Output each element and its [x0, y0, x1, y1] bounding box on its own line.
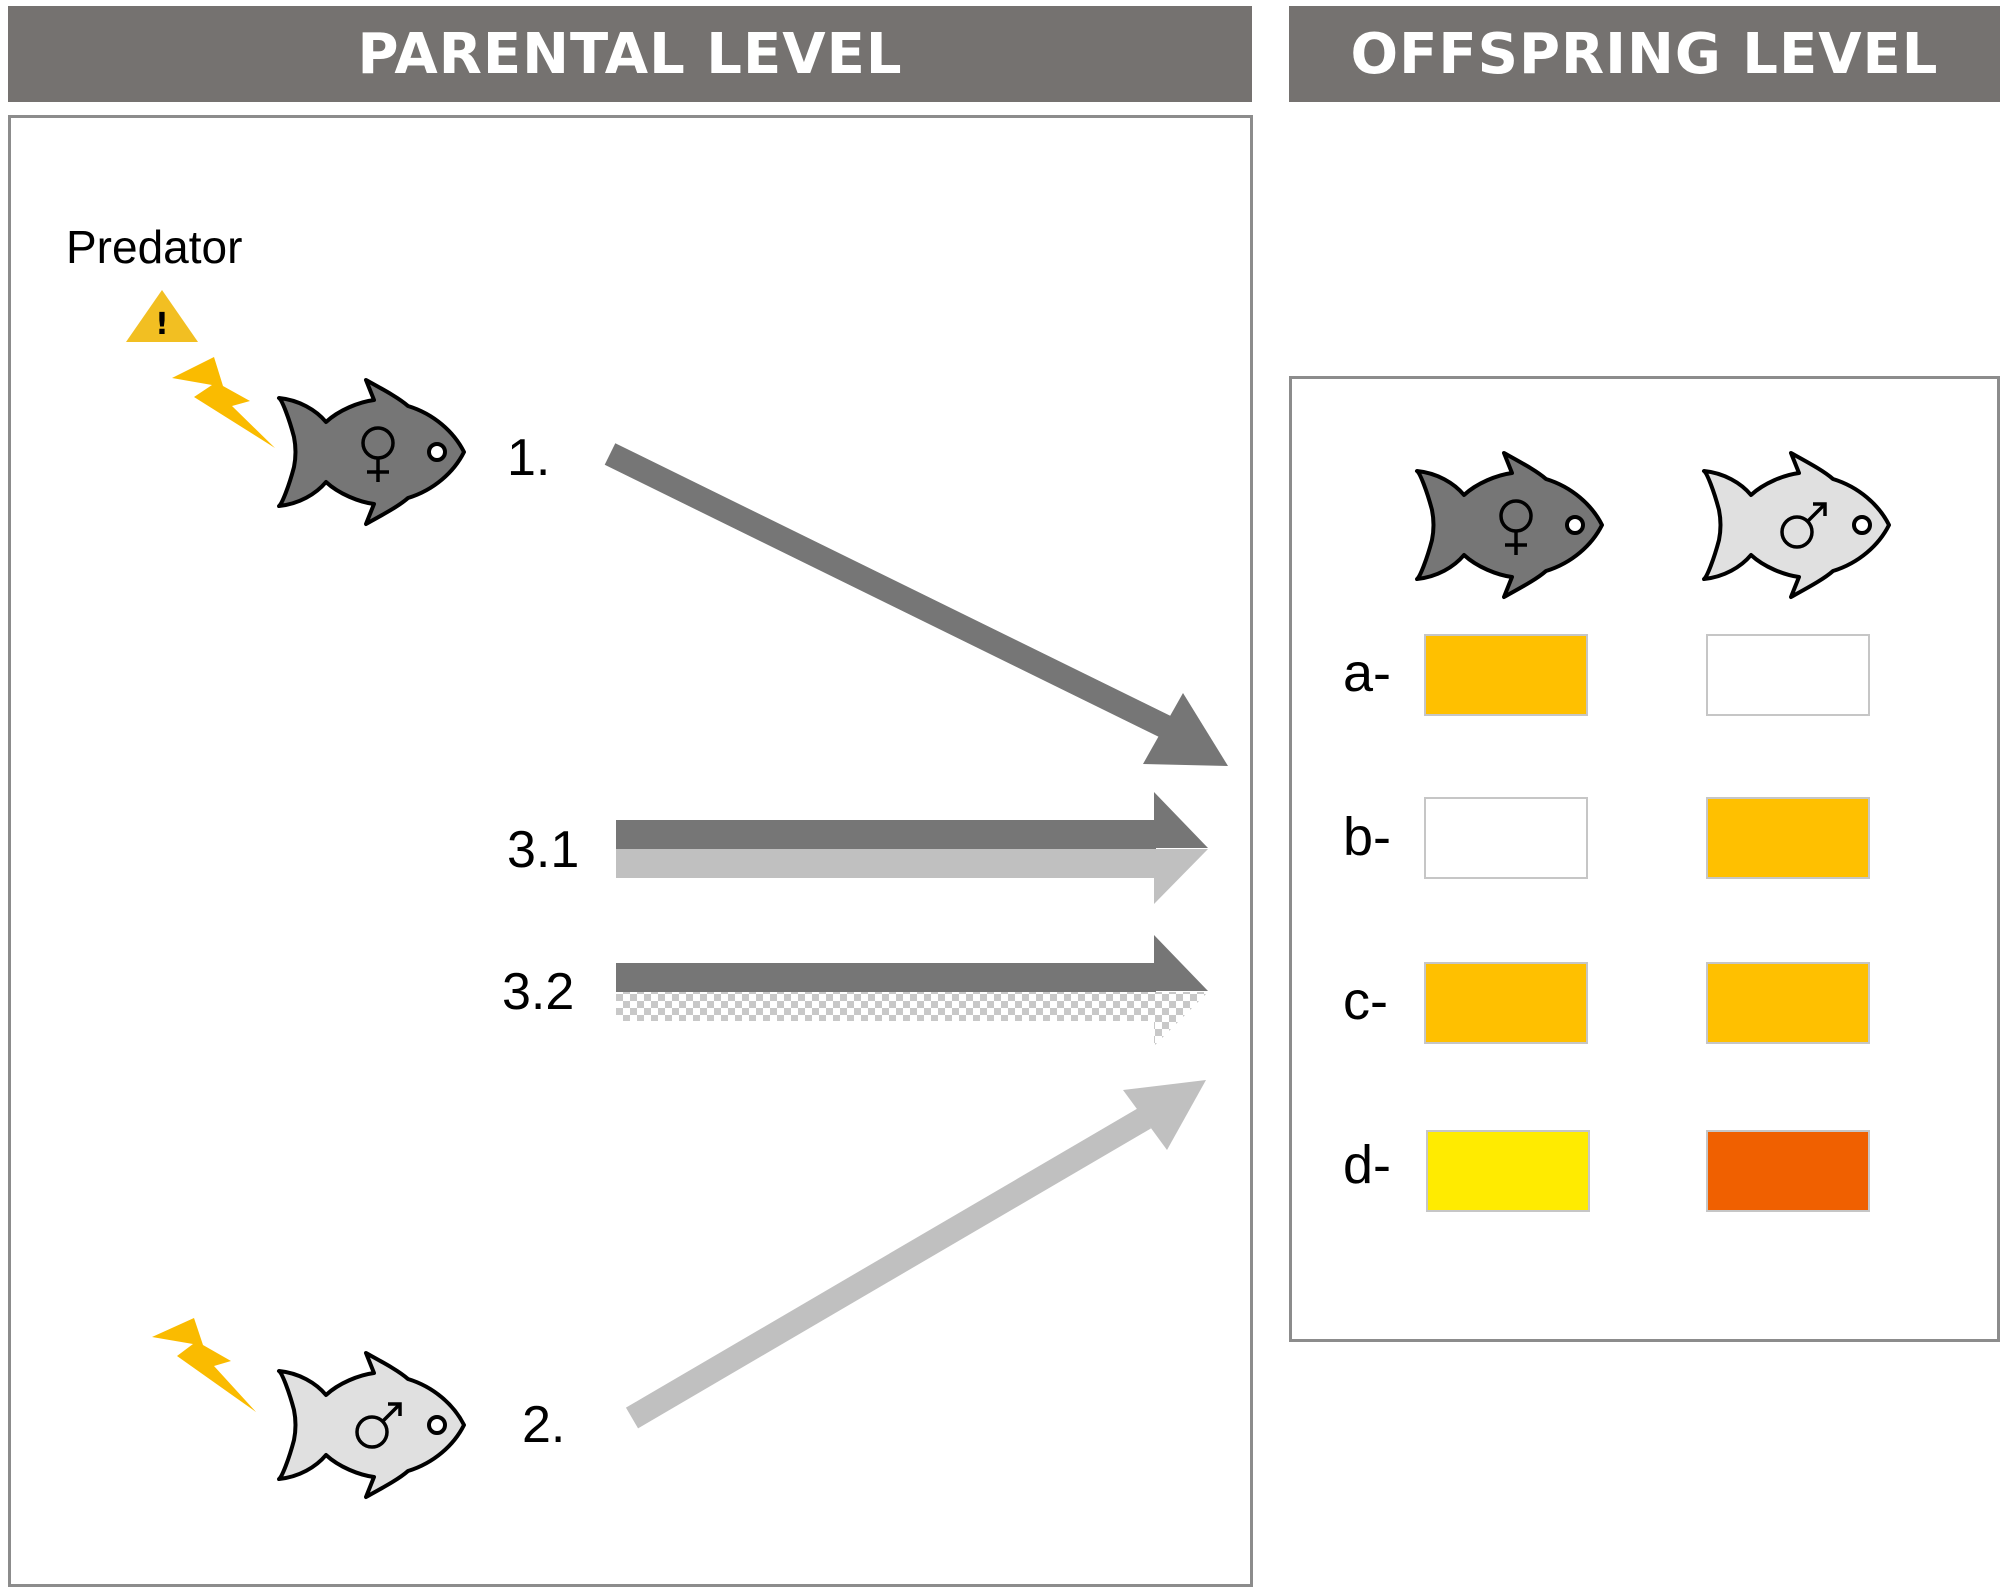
lightning-bolt-icon: [152, 1318, 256, 1412]
parental-level-header: PARENTAL LEVEL: [8, 6, 1252, 102]
male-fish-icon: [277, 1351, 466, 1499]
row-label-c: c-: [1343, 971, 1388, 1031]
offspring-level-header: OFFSPRING LEVEL: [1289, 6, 2000, 102]
warning-symbol: !: [155, 307, 169, 342]
swatch-a-female: [1424, 634, 1588, 716]
arrow-3-2: [616, 935, 1208, 1046]
swatch-b-female: [1424, 797, 1588, 879]
female-fish-icon: [277, 378, 466, 526]
swatch-d-female: [1426, 1130, 1590, 1212]
swatch-d-male: [1706, 1130, 1870, 1212]
lightning-bolt-icon: [172, 357, 275, 448]
arrow-3-2-label: 3.2: [502, 963, 575, 1021]
arrow-3-1-label: 3.1: [507, 821, 580, 879]
arrow-2-label: 2.: [522, 1396, 566, 1454]
swatch-c-male: [1706, 962, 1870, 1044]
offspring-female-fish-icon: [1415, 451, 1604, 599]
offspring-male-fish-icon: [1702, 451, 1891, 599]
swatch-a-male: [1706, 634, 1870, 716]
arrow-2: [625, 1080, 1206, 1429]
row-label-b: b-: [1343, 807, 1392, 867]
row-label-a: a-: [1343, 643, 1392, 703]
warning-triangle-icon: !: [126, 290, 198, 342]
swatch-c-female: [1424, 962, 1588, 1044]
row-label-d: d-: [1343, 1135, 1392, 1195]
swatch-b-male: [1706, 797, 1870, 879]
arrow-3-1: [616, 792, 1208, 904]
predator-label: Predator: [66, 221, 243, 273]
arrow-1-label: 1.: [507, 429, 551, 487]
arrow-1: [604, 443, 1228, 766]
